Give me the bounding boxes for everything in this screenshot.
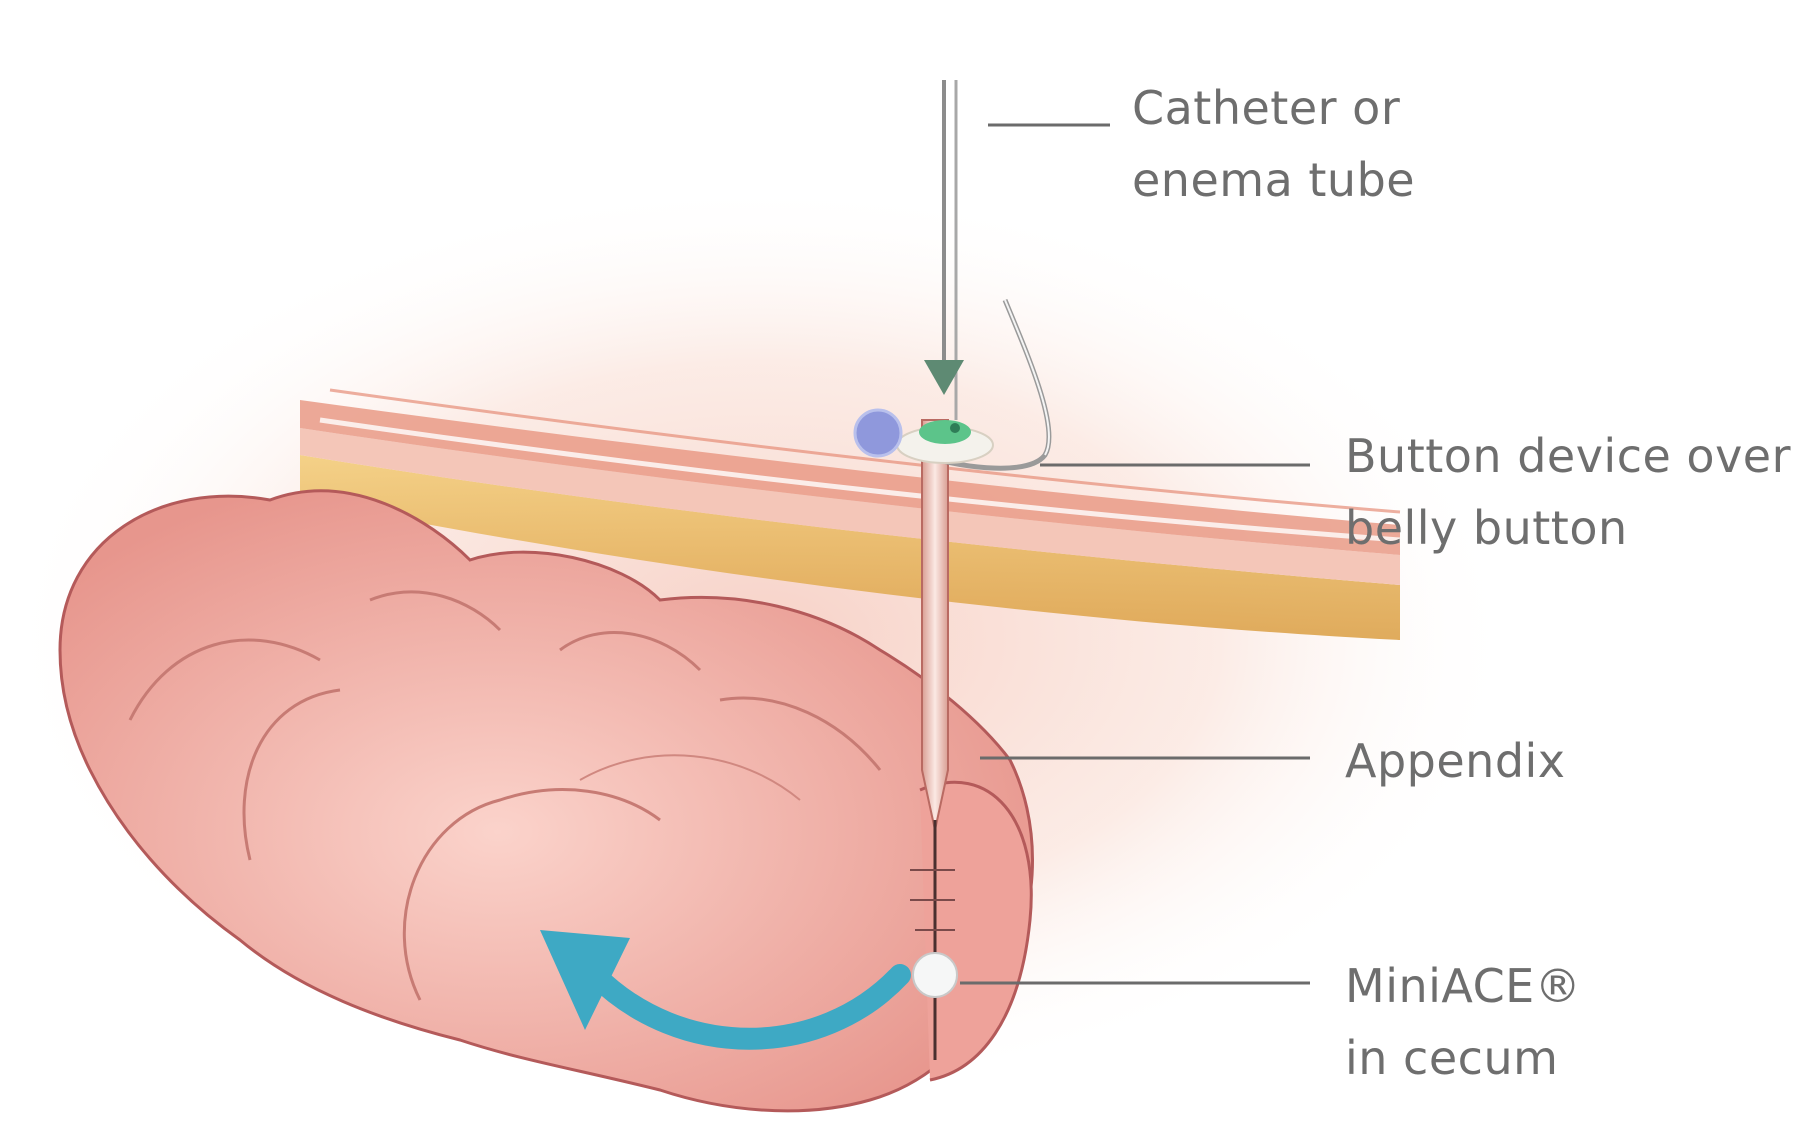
label-button-device-line2: belly button	[1345, 492, 1791, 564]
label-miniace-line2: in cecum	[1345, 1022, 1581, 1094]
label-button-device: Button device over belly button	[1345, 420, 1791, 564]
label-catheter-line1: Catheter or	[1132, 72, 1415, 144]
label-appendix: Appendix	[1345, 725, 1566, 797]
label-miniace: MiniACE® in cecum	[1345, 950, 1581, 1094]
miniace-valve	[913, 953, 957, 997]
button-cap	[855, 410, 901, 456]
label-button-device-line1: Button device over	[1345, 420, 1791, 492]
label-catheter: Catheter or enema tube	[1132, 72, 1415, 216]
label-miniace-line1: MiniACE®	[1345, 950, 1581, 1022]
label-catheter-line2: enema tube	[1132, 144, 1415, 216]
label-appendix-line1: Appendix	[1345, 725, 1566, 797]
